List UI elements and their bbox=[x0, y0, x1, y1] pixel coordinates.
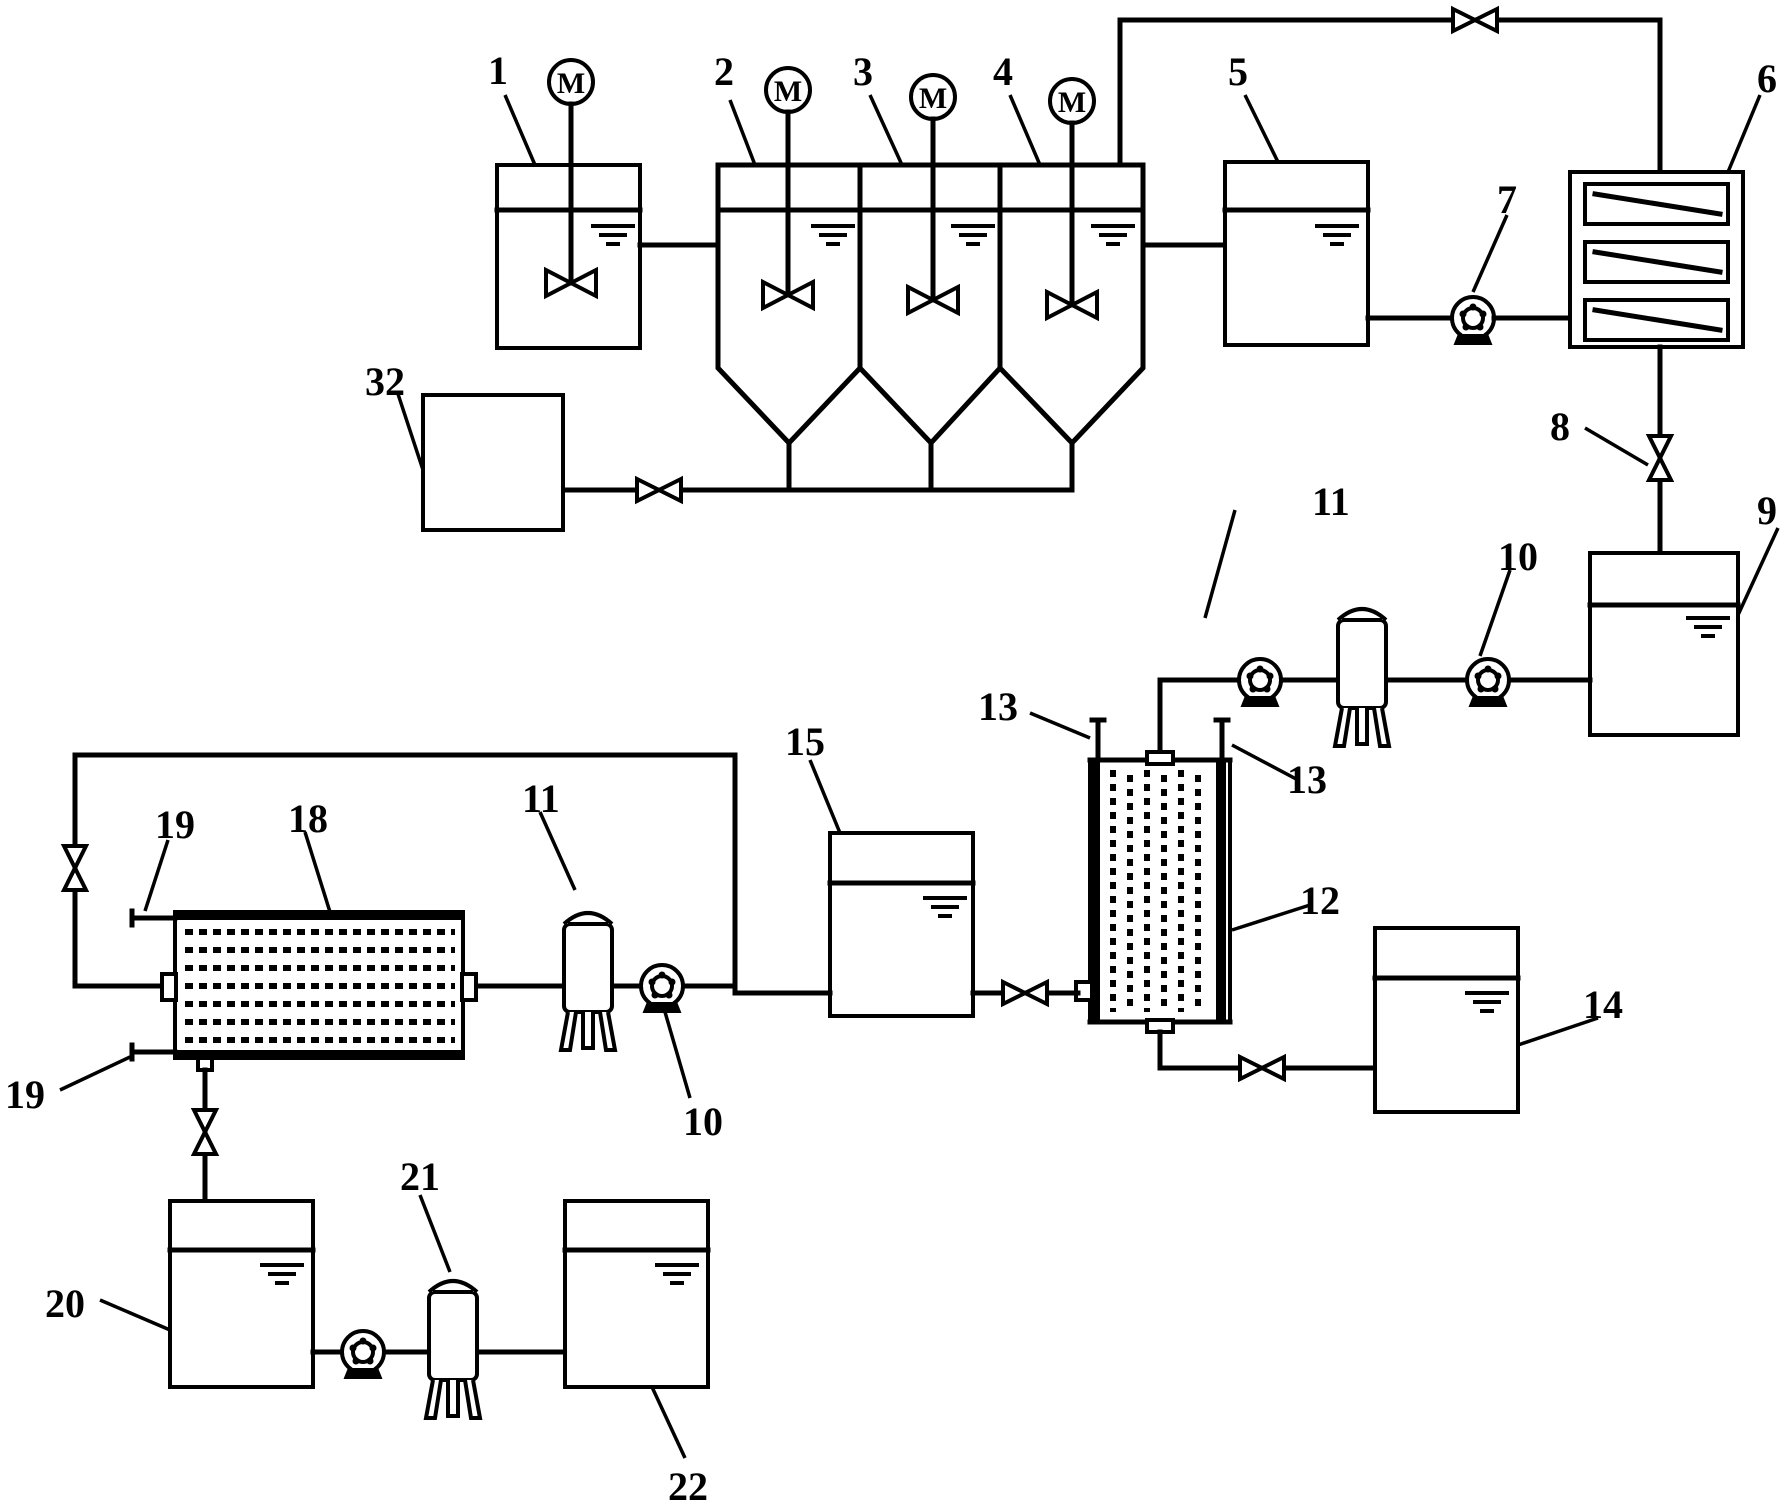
pump-icon bbox=[1450, 295, 1496, 346]
label-32: 32 bbox=[365, 359, 405, 404]
label-22: 22 bbox=[668, 1464, 708, 1509]
label-11a: 11 bbox=[1312, 479, 1350, 524]
overflow-line bbox=[1117, 7, 1663, 175]
pump-icon bbox=[1237, 657, 1283, 708]
valve-icon bbox=[635, 477, 683, 503]
valve-icon bbox=[1238, 1055, 1286, 1081]
tank-20 bbox=[167, 1199, 316, 1389]
label-2: 2 bbox=[714, 49, 734, 94]
label-15: 15 bbox=[785, 719, 825, 764]
motor-label: M bbox=[774, 75, 802, 108]
tank-14 bbox=[1372, 926, 1521, 1114]
label-9: 9 bbox=[1757, 488, 1777, 533]
motor-label: M bbox=[1058, 86, 1086, 119]
pipe bbox=[1157, 1029, 1378, 1071]
valve-icon bbox=[1647, 434, 1673, 482]
tank-22 bbox=[562, 1199, 711, 1389]
valve-icon bbox=[192, 1108, 218, 1156]
filter-housing-icon bbox=[424, 1279, 482, 1420]
water-level-icon bbox=[809, 224, 857, 246]
sludge-line bbox=[560, 440, 1075, 503]
water-level-icon bbox=[1089, 224, 1137, 246]
tank-32 bbox=[421, 393, 565, 532]
label-8: 8 bbox=[1550, 404, 1570, 449]
label-13a: 13 bbox=[978, 684, 1018, 729]
recycle-line bbox=[72, 752, 738, 996]
label-13b: 13 bbox=[1287, 757, 1327, 802]
label-1: 1 bbox=[488, 48, 508, 93]
motor-stirrer-1: M bbox=[544, 58, 598, 298]
membrane-module-12 bbox=[1074, 717, 1233, 1034]
label-21: 21 bbox=[400, 1154, 440, 1199]
tank-5 bbox=[1222, 160, 1371, 347]
label-18: 18 bbox=[288, 796, 328, 841]
label-4: 4 bbox=[993, 49, 1013, 94]
label-19b: 19 bbox=[5, 1072, 45, 1117]
label-10b: 10 bbox=[683, 1099, 723, 1144]
label-20: 20 bbox=[45, 1281, 85, 1326]
label-10a: 10 bbox=[1498, 534, 1538, 579]
label-12: 12 bbox=[1300, 878, 1340, 923]
membrane-module-18 bbox=[129, 908, 478, 1072]
filter-housing-icon bbox=[1333, 607, 1391, 748]
pump-icon bbox=[1465, 657, 1511, 708]
valve-icon bbox=[1451, 7, 1499, 33]
label-3: 3 bbox=[853, 49, 873, 94]
tank-9 bbox=[1587, 551, 1741, 737]
label-5: 5 bbox=[1228, 49, 1248, 94]
pump-icon bbox=[639, 963, 685, 1014]
label-14: 14 bbox=[1583, 982, 1623, 1027]
leader-lines bbox=[59, 94, 1780, 1459]
water-level-icon bbox=[949, 224, 997, 246]
label-11b: 11 bbox=[522, 776, 560, 821]
filter-housing-icon bbox=[559, 911, 617, 1052]
labels: 1 2 3 4 5 6 7 8 9 10 11 13 13 12 14 15 1… bbox=[5, 48, 1777, 1509]
label-19a: 19 bbox=[155, 802, 195, 847]
pump-icon bbox=[340, 1329, 386, 1380]
valve-icon bbox=[1001, 980, 1049, 1006]
motor-label: M bbox=[557, 67, 585, 100]
tanks-2-3-4: M M M bbox=[715, 66, 1146, 447]
tank-15 bbox=[827, 831, 976, 1018]
plate-separator-6 bbox=[1568, 170, 1745, 349]
label-7: 7 bbox=[1497, 177, 1517, 222]
motor-label: M bbox=[919, 82, 947, 115]
label-6: 6 bbox=[1757, 56, 1777, 101]
valve-icon bbox=[62, 844, 88, 892]
